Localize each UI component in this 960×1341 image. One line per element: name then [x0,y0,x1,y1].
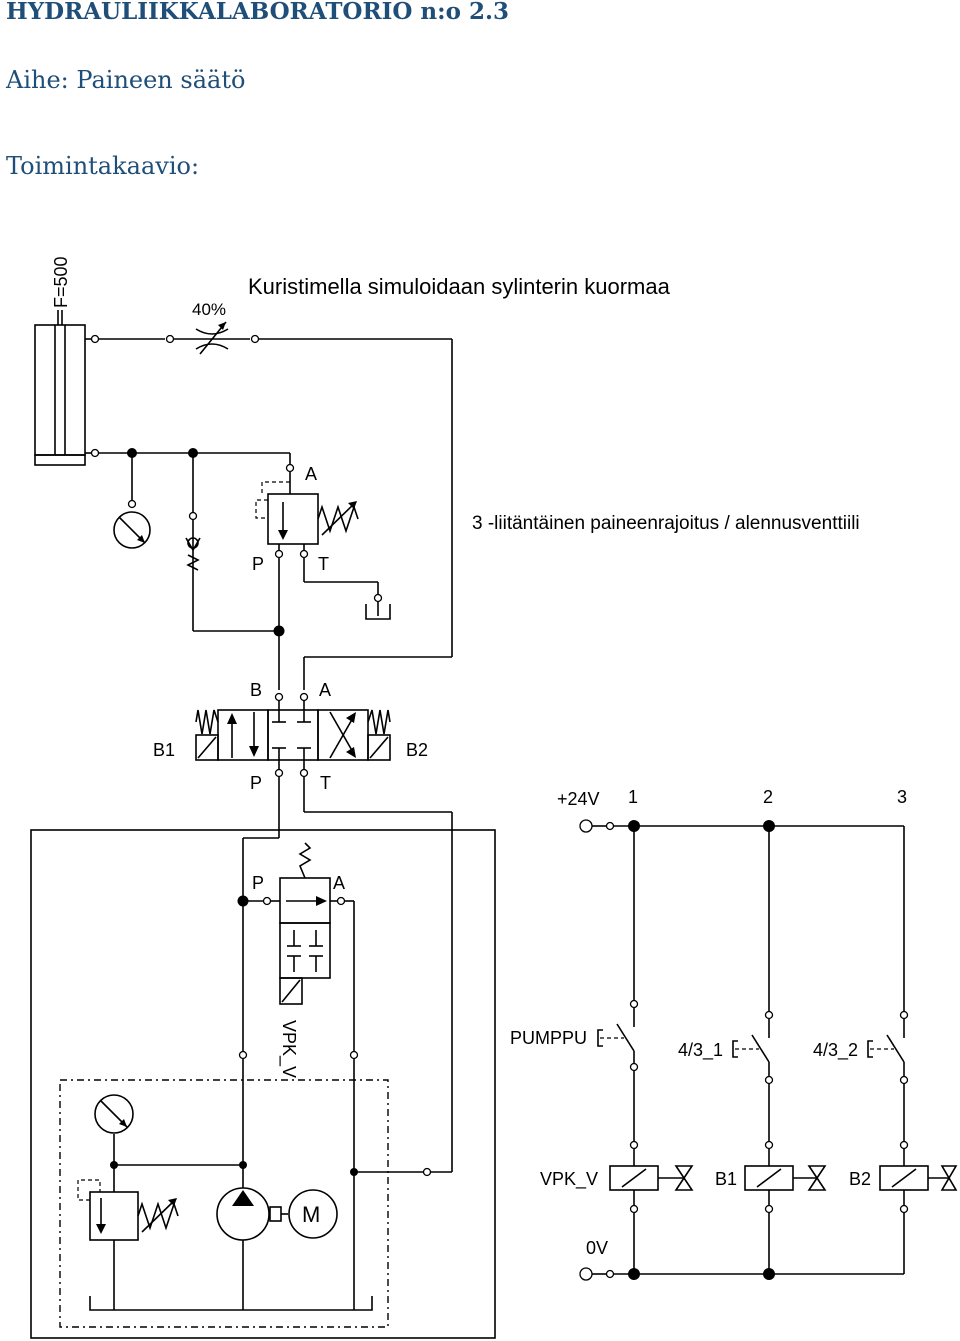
subject-title: Aihe: Paineen säätö [6,66,246,94]
cylinder-return-line [90,448,290,521]
pump-unit-boundary [59,1079,389,1328]
load-caption: Kuristimella simuloidaan sylinterin kuor… [248,274,671,299]
lab-title: HYDRAULIIKKALABORATORIO n:o 2.3 [6,0,509,25]
cylinder-force-label: F=500 [51,256,71,308]
coil-b2-label: B2 [849,1169,871,1189]
line-2-label: 2 [763,787,773,807]
supply-voltage-label: +24V [557,789,600,809]
power-unit-frame [30,829,496,1339]
dir-valve-port-t: T [320,773,331,793]
tank-line [89,1296,373,1311]
electric-motor-icon [288,1189,338,1239]
motor-label: M [302,1202,320,1227]
ground-label: 0V [586,1238,608,1258]
switch-2-label: 4/3_2 [813,1040,858,1061]
pump-bypass-valve [279,842,452,1310]
relief-valve [77,1094,179,1310]
line-1-label: 1 [628,787,638,807]
throttle-valve-icon [195,321,229,355]
switch-pump-label: PUMPPU [510,1028,587,1048]
electric-circuit [579,819,958,1281]
dir-valve-port-p: P [250,773,262,793]
coil-b1-label: B1 [715,1169,737,1189]
pump-valve-port-a: A [333,873,345,893]
reducer-port-p: P [252,554,264,574]
reducer-port-t: T [318,554,329,574]
dir-valve-port-b: B [250,680,262,700]
coil-vpk-label: VPK_V [540,1169,598,1190]
solenoid-b2-label: B2 [406,740,428,760]
pump-valve-port-p: P [252,873,264,893]
pressure-gauge-icon [113,511,151,549]
switch-1-label: 4/3_1 [678,1040,723,1061]
reducer-port-a: A [305,464,317,484]
diagram-heading: Toimintakaavio: [6,152,200,180]
pump-valve-label: VPK_V [278,1020,299,1078]
pump-pressure-line [110,837,280,1169]
throttle-line [90,334,453,658]
valve-caption: 3 -liitäntäinen paineenrajoitus / alennu… [472,513,860,534]
hydraulic-pump-icon [216,1165,288,1310]
check-valve-icon [185,520,279,632]
throttle-setting-label: 40% [192,300,226,319]
directional-valve-4-3 [195,692,453,1172]
solenoid-b1-label: B1 [153,740,175,760]
hydraulic-cylinder [34,310,92,466]
pressure-reducing-valve [255,453,391,631]
line-3-label: 3 [897,787,907,807]
dir-valve-port-a: A [319,680,331,700]
